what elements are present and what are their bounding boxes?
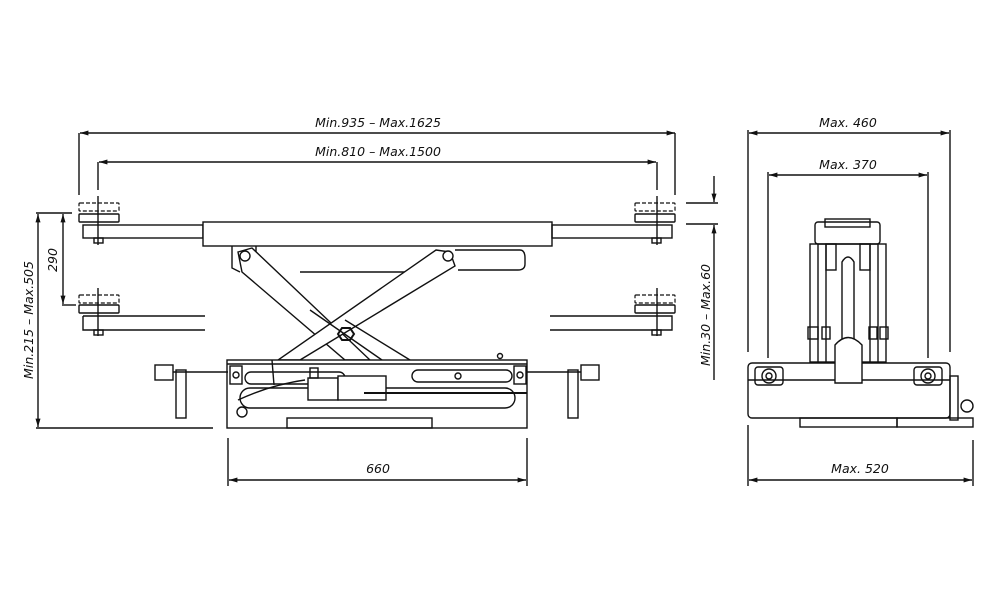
- pad-span-label: Min.810 – Max.1500: [315, 144, 441, 159]
- dimension-lift-stroke: 290: [45, 214, 76, 306]
- side-view: Min.935 – Max.1625 Min.810 – Max.1500: [21, 115, 718, 486]
- dimension-overall-width: Min.935 – Max.1625: [78, 115, 676, 195]
- end-view-body: [747, 218, 974, 428]
- outer-width-label: Max. 460: [819, 115, 877, 130]
- dimension-height-range: Min.215 – Max.505: [21, 212, 72, 427]
- scissor-mechanism: [231, 246, 526, 361]
- roller-left-icon: [754, 366, 784, 386]
- dimension-inner-width: Max. 370: [767, 157, 929, 358]
- dimension-outer-width: Max. 460: [747, 115, 951, 352]
- dimension-base-length: 660: [227, 438, 528, 486]
- roller-right-icon: [913, 366, 943, 386]
- overall-width-label: Min.935 – Max.1625: [315, 115, 441, 130]
- upper-arm-assembly: [78, 196, 718, 247]
- dimension-pad-height: Min.30 – Max.60: [698, 176, 717, 380]
- base-frame: [154, 352, 600, 429]
- height-range-label: Min.215 – Max.505: [21, 261, 36, 379]
- end-view: Max. 460 Max. 370 Min.30 – Max.60: [698, 115, 974, 486]
- lift-stroke-label: 290: [45, 248, 60, 272]
- base-width-label: Max. 520: [831, 461, 889, 476]
- base-length-label: 660: [366, 461, 390, 476]
- dimension-base-width: Max. 520: [747, 425, 974, 486]
- dimension-pad-span: Min.810 – Max.1500: [97, 144, 658, 190]
- inner-width-label: Max. 370: [819, 157, 877, 172]
- pad-height-label: Min.30 – Max.60: [698, 264, 713, 366]
- pivot-nut-icon: [336, 327, 356, 341]
- lower-arm-assembly: [78, 288, 676, 336]
